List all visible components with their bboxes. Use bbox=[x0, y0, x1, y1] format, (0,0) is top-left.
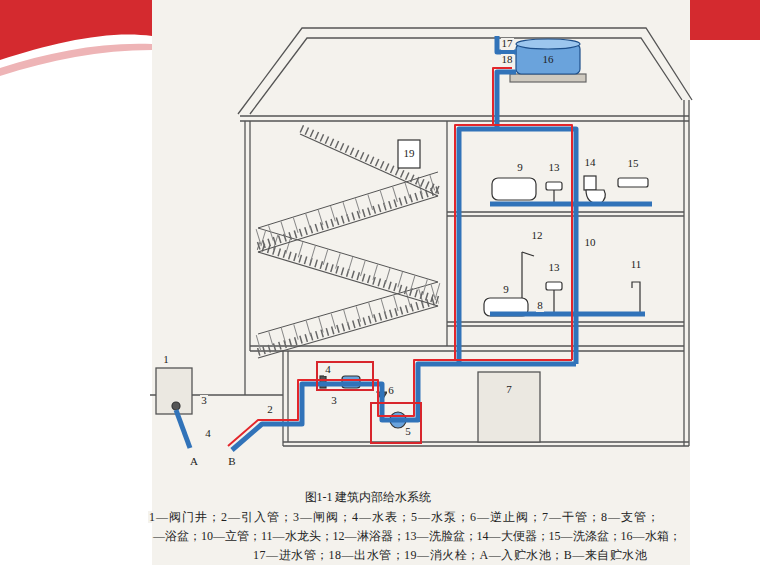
building-outline-part bbox=[447, 325, 684, 326]
callout-number: 14 bbox=[584, 157, 597, 169]
blue-pipes-part bbox=[176, 410, 190, 448]
fixtures-part bbox=[172, 402, 180, 410]
legend-line: 1—阀门井；2—引入管；3—闸阀；4—水表；5—水泵；6—逆止阀；7—干管；8—… bbox=[148, 511, 661, 524]
fixtures-part bbox=[546, 282, 562, 290]
building-outline-part bbox=[447, 215, 684, 216]
callout-number: 17 bbox=[501, 38, 514, 50]
building-outline-part bbox=[688, 100, 689, 446]
red-highlight-part bbox=[228, 360, 572, 446]
callout-number: 15 bbox=[627, 158, 640, 170]
callout-number: 6 bbox=[387, 385, 395, 397]
blue-pipes-part bbox=[232, 364, 576, 450]
building-outline bbox=[150, 28, 692, 446]
slide-ground-part bbox=[690, 0, 760, 40]
staircase-part bbox=[258, 246, 438, 300]
building-outline-part bbox=[156, 368, 192, 414]
staircase-part bbox=[258, 181, 438, 237]
callout-number: 1 bbox=[162, 354, 170, 366]
red-highlight bbox=[228, 68, 572, 446]
fixtures-part bbox=[584, 176, 596, 190]
blue-pipes-part bbox=[497, 72, 516, 129]
highlight-box: 5 bbox=[370, 402, 422, 444]
building-outline-part bbox=[250, 350, 684, 351]
callout-number: 11 bbox=[630, 259, 643, 271]
staircase-part bbox=[258, 190, 438, 246]
callout-number: A bbox=[189, 456, 199, 468]
water-tank-part bbox=[516, 39, 580, 49]
staircase-part bbox=[258, 306, 438, 358]
callout-number: 12 bbox=[531, 230, 544, 242]
callout-number: 5 bbox=[404, 426, 412, 438]
slide-ground-part bbox=[0, 44, 152, 76]
staircase-part bbox=[300, 134, 438, 196]
staircase-part bbox=[258, 237, 438, 291]
slide-ground-part bbox=[152, 0, 690, 565]
fixtures-part bbox=[522, 252, 534, 256]
fixtures-part bbox=[553, 290, 554, 314]
blue-pipes-part bbox=[497, 36, 516, 52]
staircase-part bbox=[258, 252, 438, 306]
fixtures-part bbox=[632, 282, 640, 314]
callout-number: 13 bbox=[548, 162, 561, 174]
building-outline-part bbox=[447, 321, 684, 322]
building-outline-part bbox=[446, 121, 447, 346]
callout-number: 10 bbox=[584, 237, 597, 249]
blue-pipes-part bbox=[459, 129, 576, 364]
building-outline-part bbox=[447, 211, 684, 212]
building-outline-part bbox=[282, 351, 283, 446]
fixtures-part bbox=[618, 178, 648, 187]
building-outline-part bbox=[240, 115, 689, 116]
staircase-part bbox=[300, 128, 438, 190]
water-tank bbox=[510, 39, 586, 82]
callout-number: 18 bbox=[501, 54, 514, 66]
building-outline-part bbox=[249, 121, 250, 351]
callout-number: 16 bbox=[542, 54, 555, 66]
callout-number: 3 bbox=[330, 395, 338, 407]
callout-number: 7 bbox=[505, 384, 513, 396]
building-outline-part bbox=[238, 28, 692, 114]
fixtures-part bbox=[546, 182, 562, 190]
callout-number: B bbox=[227, 456, 236, 468]
building-outline-part bbox=[683, 100, 684, 446]
building-outline-part bbox=[244, 121, 245, 395]
callout-number: 4 bbox=[204, 428, 212, 440]
callout-number: 9 bbox=[502, 284, 510, 296]
fixtures-part bbox=[492, 178, 536, 200]
fire-hydrant-part bbox=[398, 140, 420, 168]
blue-pipes bbox=[176, 36, 652, 450]
figure-caption: 图1-1 建筑内部给水系统 bbox=[303, 491, 434, 504]
fire-hydrant bbox=[398, 140, 420, 168]
red-highlight-part bbox=[493, 68, 512, 125]
callout-number: 4 bbox=[324, 364, 332, 376]
callout-number: 9 bbox=[516, 162, 524, 174]
callout-number: 2 bbox=[266, 404, 274, 416]
staircase bbox=[258, 128, 438, 358]
building-outline-part bbox=[283, 445, 689, 446]
callout-number: 8 bbox=[536, 300, 544, 312]
highlight-box: 4 bbox=[316, 361, 374, 391]
water-tank-part bbox=[510, 74, 586, 82]
staircase-part bbox=[258, 196, 438, 252]
staircase-part bbox=[258, 291, 438, 343]
blue-pipes-part bbox=[490, 312, 645, 317]
building-outline-part bbox=[250, 38, 682, 114]
legend-line: —浴盆；10—立管；11—水龙头；12—淋浴器；13—洗脸盆；14—大便器；15… bbox=[152, 530, 682, 543]
callout-number: 19 bbox=[403, 148, 416, 160]
legend-line: 17—进水管；18—出水管；19—消火栓；A—入贮水池；B—来自贮水池 bbox=[252, 549, 648, 562]
building-outline-part bbox=[287, 351, 288, 442]
callout-number: 13 bbox=[548, 262, 561, 274]
building-outline-part bbox=[240, 120, 689, 121]
building-outline-part bbox=[478, 372, 540, 442]
red-highlight-part bbox=[455, 125, 572, 360]
building-outline-part bbox=[250, 345, 684, 346]
callout-number: 3 bbox=[200, 395, 208, 407]
